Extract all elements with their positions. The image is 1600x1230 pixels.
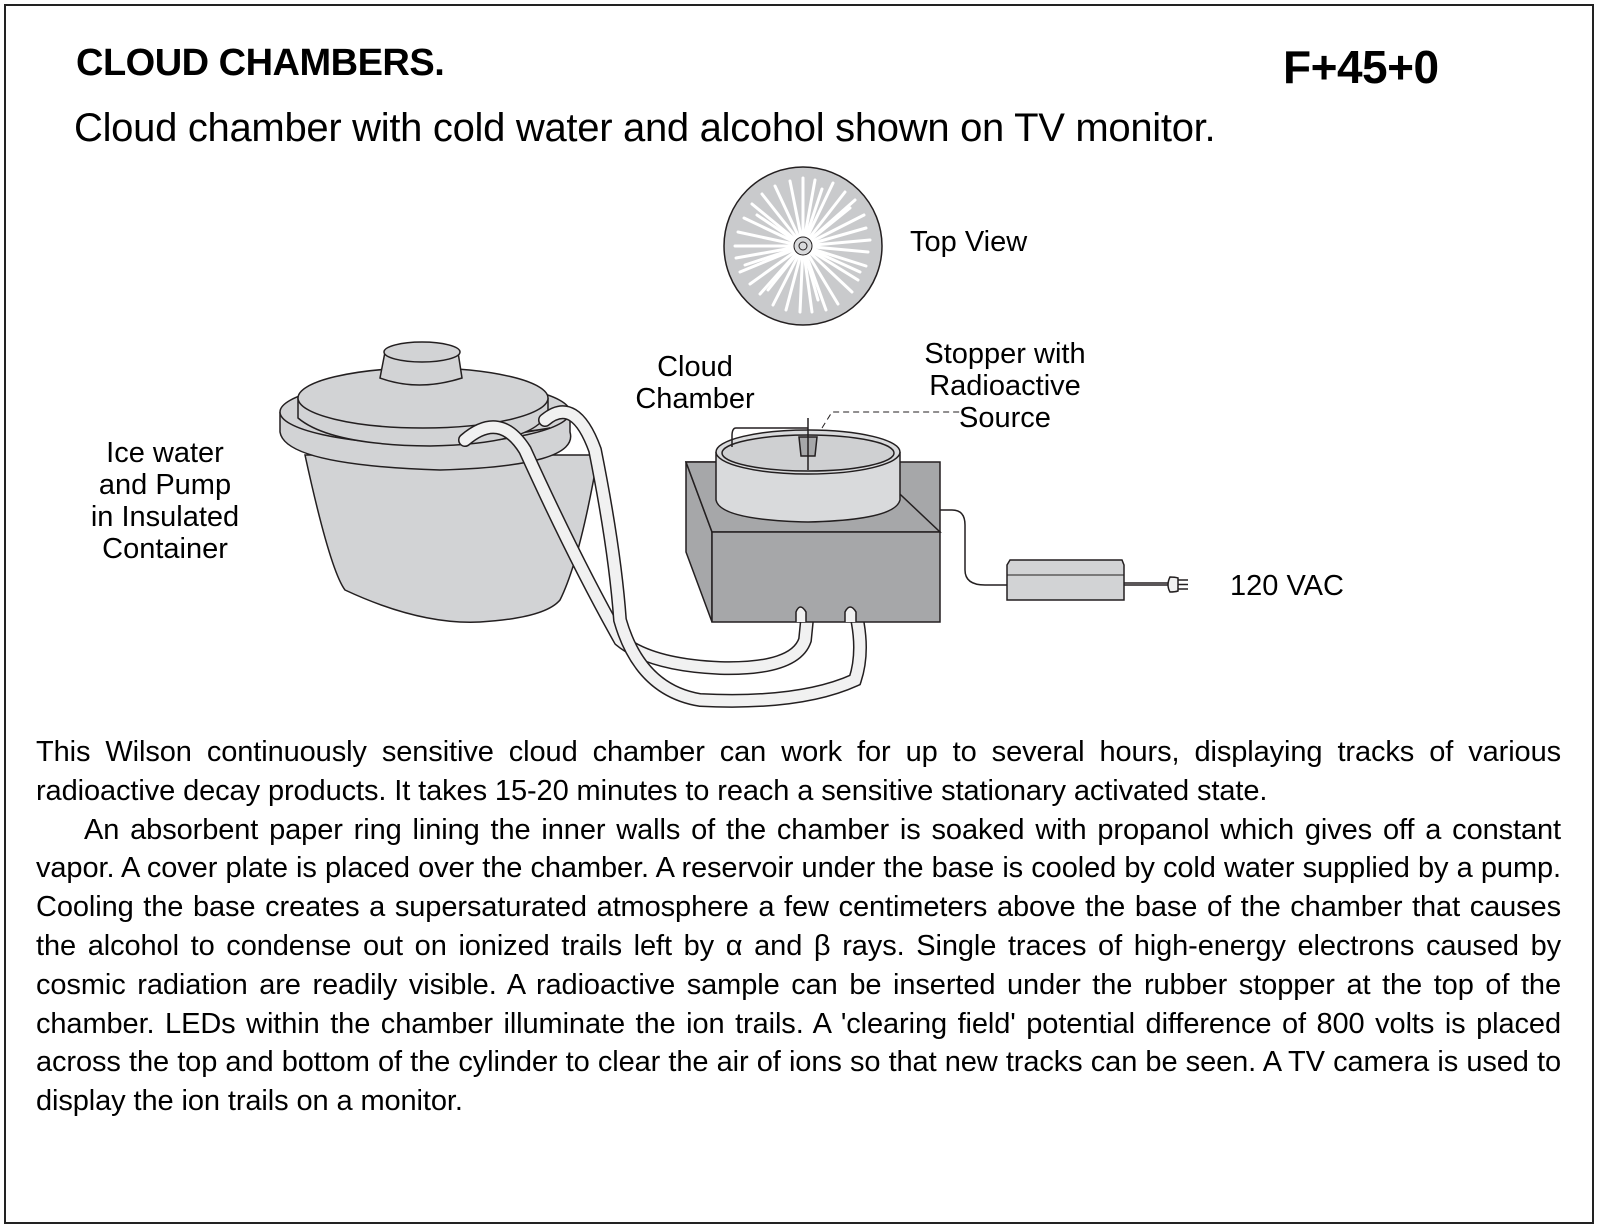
stopper-label: Stopper with Radioactive Source bbox=[895, 338, 1115, 434]
power-label-text: 120 VAC bbox=[1230, 570, 1344, 602]
page-title: CLOUD CHAMBERS. bbox=[76, 42, 445, 84]
power-label: 120 VAC bbox=[1230, 570, 1344, 602]
ice-water-label-line-1: Ice water bbox=[106, 437, 224, 469]
ice-water-label-line-2: and Pump bbox=[98, 469, 232, 501]
ice-water-container-illustration bbox=[279, 341, 599, 623]
top-view-label-text: Top View bbox=[910, 226, 1028, 258]
description-paragraph-1: This Wilson continuously sensitive cloud… bbox=[36, 736, 1561, 807]
ice-water-label: Ice water and Pump in Insulated Containe… bbox=[70, 437, 260, 565]
stopper-label-line-3: Source bbox=[959, 402, 1051, 434]
top-view-label: Top View bbox=[910, 226, 1027, 258]
demo-code: F+45+0 bbox=[1283, 41, 1439, 93]
water-tubes-illustration bbox=[458, 405, 867, 708]
page-border bbox=[4, 4, 1594, 1224]
top-view-illustration bbox=[723, 166, 883, 326]
cloud-chamber-label-line-2: Chamber bbox=[635, 383, 755, 415]
apparatus-diagram bbox=[279, 166, 1188, 708]
ice-water-label-line-3: in Insulated bbox=[90, 501, 240, 533]
page-subtitle: Cloud chamber with cold water and alcoho… bbox=[74, 106, 1216, 150]
description-paragraph-2: An absorbent paper ring lining the inner… bbox=[36, 813, 1561, 1118]
stopper-label-line-2: Radioactive bbox=[929, 370, 1081, 402]
power-supply-illustration bbox=[940, 509, 1188, 601]
cloud-chamber-illustration bbox=[715, 411, 960, 523]
description-text: This Wilson continuously sensitive cloud… bbox=[36, 733, 1561, 1121]
ice-water-label-line-4: Container bbox=[102, 533, 228, 565]
stopper-label-line-1: Stopper with bbox=[924, 338, 1086, 370]
cloud-chamber-label-line-1: Cloud bbox=[657, 351, 733, 383]
cloud-chamber-label: Cloud Chamber bbox=[620, 351, 770, 415]
